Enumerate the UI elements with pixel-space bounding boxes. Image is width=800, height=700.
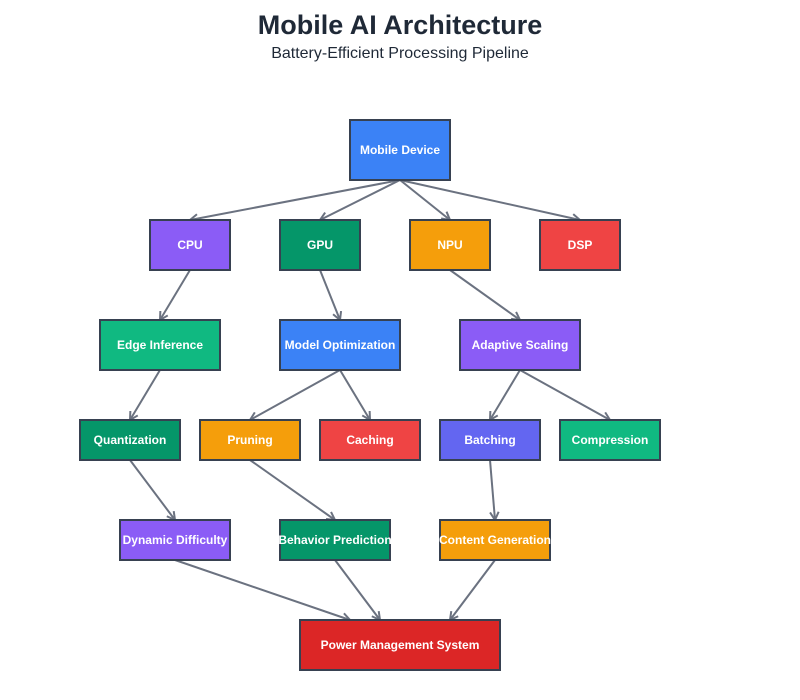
edge-gpu-modelopt bbox=[319, 269, 343, 322]
edge-cpu-edge bbox=[158, 269, 191, 322]
node-label: Power Management System bbox=[320, 638, 480, 652]
node-edge: Edge Inference bbox=[99, 319, 221, 371]
edge-quant-dynamic bbox=[129, 459, 177, 522]
node-label: CPU bbox=[177, 238, 203, 252]
node-npu: NPU bbox=[409, 219, 491, 271]
node-label: DSP bbox=[567, 238, 593, 252]
edge-mobile-gpu bbox=[318, 179, 401, 222]
edge-mobile-cpu bbox=[187, 179, 401, 224]
node-gpu: GPU bbox=[279, 219, 361, 271]
node-modelopt: Model Optimization bbox=[279, 319, 401, 371]
node-quant: Quantization bbox=[79, 419, 181, 461]
node-cpu: CPU bbox=[149, 219, 231, 271]
diagram-title: Mobile AI Architecture bbox=[257, 10, 543, 40]
node-adaptive: Adaptive Scaling bbox=[459, 319, 581, 371]
edge-edge-quant bbox=[128, 369, 161, 422]
node-label: Caching bbox=[346, 433, 394, 447]
node-label: Adaptive Scaling bbox=[471, 338, 569, 352]
edge-modelopt-pruning bbox=[248, 369, 341, 422]
node-label: Dynamic Difficulty bbox=[122, 533, 228, 547]
node-label: GPU bbox=[306, 238, 333, 252]
edge-modelopt-caching bbox=[339, 369, 372, 422]
edge-npu-adaptive bbox=[449, 269, 522, 322]
edge-adaptive-compression bbox=[519, 369, 612, 422]
node-label: Model Optimization bbox=[284, 338, 396, 352]
node-label: NPU bbox=[437, 238, 463, 252]
node-behavior: Behavior Prediction bbox=[278, 519, 392, 561]
node-mobile: Mobile Device bbox=[349, 119, 451, 181]
edge-content-power bbox=[448, 559, 496, 622]
node-dynamic: Dynamic Difficulty bbox=[119, 519, 231, 561]
node-label: Batching bbox=[464, 433, 516, 447]
edge-adaptive-batching bbox=[488, 369, 521, 422]
node-label: Quantization bbox=[93, 433, 167, 447]
node-label: Mobile Device bbox=[359, 143, 441, 157]
edge-pruning-behavior bbox=[249, 459, 337, 522]
node-compression: Compression bbox=[559, 419, 661, 461]
node-content: Content Generation bbox=[439, 519, 551, 561]
node-label: Behavior Prediction bbox=[278, 533, 392, 547]
node-label: Edge Inference bbox=[116, 338, 204, 352]
edge-batching-content bbox=[489, 459, 500, 523]
node-caching: Caching bbox=[319, 419, 421, 461]
node-power: Power Management System bbox=[299, 619, 501, 671]
node-batching: Batching bbox=[439, 419, 541, 461]
node-label: Pruning bbox=[227, 433, 273, 447]
node-dsp: DSP bbox=[539, 219, 621, 271]
edge-dynamic-power bbox=[174, 559, 352, 623]
node-label: Compression bbox=[571, 433, 649, 447]
node-pruning: Pruning bbox=[199, 419, 301, 461]
diagram-subtitle: Battery-Efficient Processing Pipeline bbox=[271, 45, 529, 62]
edge-behavior-power bbox=[334, 559, 382, 622]
node-label: Content Generation bbox=[439, 533, 552, 547]
